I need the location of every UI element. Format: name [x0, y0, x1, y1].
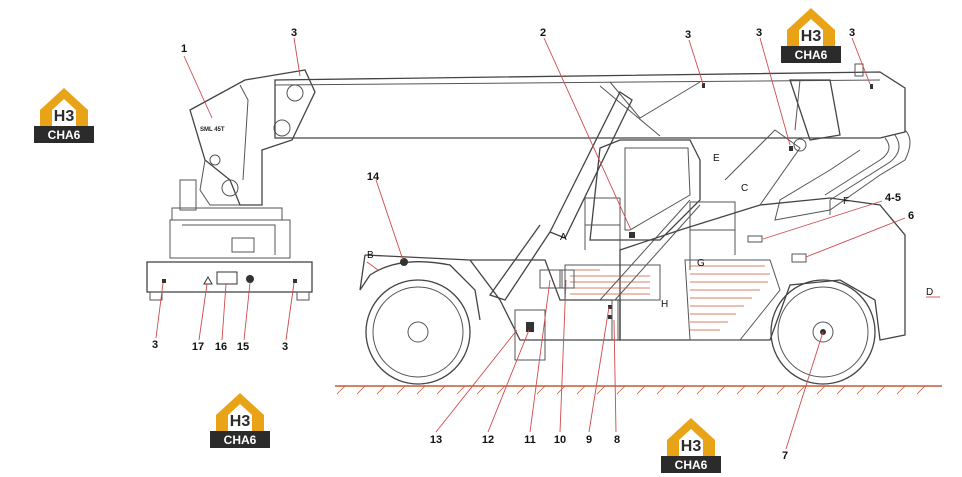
callout-2: 2 — [540, 27, 546, 39]
callout-3: 3 — [685, 29, 691, 41]
callout-4-5: 4-5 — [885, 192, 901, 204]
logo-text: CHA6 — [795, 48, 828, 62]
callout-12: 12 — [482, 434, 494, 446]
callout-16: 16 — [215, 341, 227, 353]
zone-letters: A B C D E F G H — [367, 153, 933, 310]
callout-17: 17 — [192, 341, 204, 353]
brand-logo-left: H3 CHA6 — [34, 88, 94, 143]
front-view: SML 45T — [146, 69, 316, 301]
leader-lines-side — [366, 37, 940, 450]
zone-f: F — [843, 196, 849, 207]
logo-text: CHA6 — [224, 433, 257, 447]
callout-6: 6 — [908, 210, 914, 222]
zone-g: G — [697, 258, 705, 269]
callout-numbers: 1 3 3 17 16 15 3 2 3 3 3 4-5 6 14 7 8 9 … — [152, 27, 914, 462]
callout-11: 11 — [524, 434, 536, 446]
logo-mark: H3 — [54, 108, 75, 125]
zone-d: D — [926, 287, 933, 298]
callout-8: 8 — [614, 434, 620, 446]
brand-logo-bottom-center: H3 CHA6 — [661, 418, 721, 473]
brand-logo-top: H3 CHA6 — [781, 8, 841, 63]
callout-7: 7 — [782, 450, 788, 462]
callout-15: 15 — [237, 341, 249, 353]
callout-13: 13 — [430, 434, 442, 446]
leader-lines-front — [155, 37, 301, 341]
zone-a: A — [560, 232, 567, 243]
callout-1: 1 — [181, 43, 187, 55]
brand-logo-bottom-left: H3 CHA6 — [210, 393, 270, 448]
callout-3: 3 — [152, 339, 158, 351]
ground-line — [335, 385, 942, 395]
logo-text: CHA6 — [48, 128, 81, 142]
callout-3: 3 — [756, 27, 762, 39]
zone-b: B — [367, 250, 374, 261]
callout-3: 3 — [291, 27, 297, 39]
model-label: SML 45T — [200, 127, 225, 133]
callout-10: 10 — [554, 434, 566, 446]
callout-9: 9 — [586, 434, 592, 446]
logo-mark: H3 — [801, 28, 822, 45]
side-view — [274, 63, 911, 385]
callout-14: 14 — [367, 171, 380, 183]
logo-mark: H3 — [230, 413, 251, 430]
logo-mark: H3 — [681, 438, 702, 455]
zone-h: H — [661, 299, 668, 310]
zone-c: C — [741, 183, 748, 194]
callout-3: 3 — [282, 341, 288, 353]
zone-e: E — [713, 153, 720, 164]
callout-3: 3 — [849, 27, 855, 39]
logo-text: CHA6 — [675, 458, 708, 472]
